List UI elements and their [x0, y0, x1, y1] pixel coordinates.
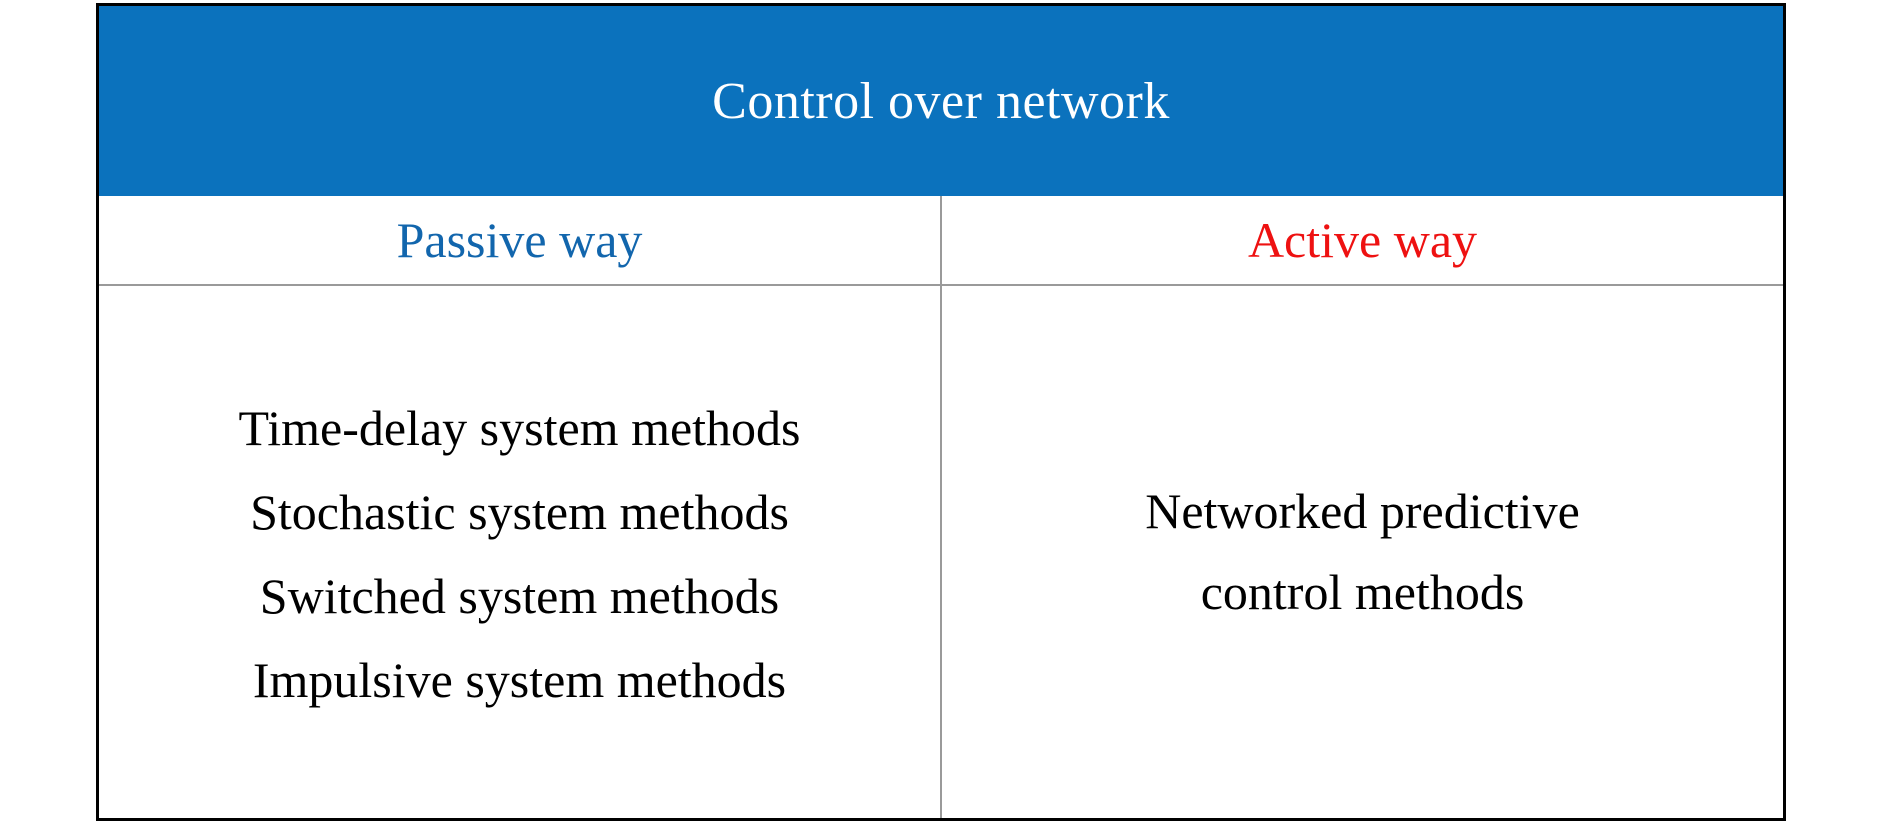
passive-methods-cell: Time-delay system methods Stochastic sys…: [99, 285, 942, 818]
list-item: Impulsive system methods: [252, 652, 787, 708]
table: Control over network Passive way Active …: [99, 6, 1783, 818]
list-item: Switched system methods: [259, 568, 780, 624]
passive-methods-list: Time-delay system methods Stochastic sys…: [99, 372, 940, 732]
active-methods-line-1: Networked predictive: [1145, 483, 1580, 539]
table-title-cell: Control over network: [99, 6, 1783, 196]
active-methods-text: Networked predictive control methods: [942, 471, 1783, 633]
column-heading-cell-active: Active way: [941, 196, 1783, 286]
column-heading-passive: Passive way: [396, 212, 643, 268]
column-heading-cell-passive: Passive way: [99, 196, 942, 286]
table-title-text: Control over network: [712, 72, 1170, 130]
table-body-row: Time-delay system methods Stochastic sys…: [99, 285, 1783, 818]
active-methods-line-2: control methods: [1200, 564, 1525, 620]
list-item: Stochastic system methods: [250, 484, 789, 540]
column-heading-row: Passive way Active way: [99, 196, 1783, 286]
comparison-table: Control over network Passive way Active …: [96, 3, 1786, 821]
active-methods-cell: Networked predictive control methods: [941, 285, 1783, 818]
list-item: Time-delay system methods: [238, 400, 801, 456]
column-heading-active: Active way: [1247, 212, 1478, 268]
table-header-row: Control over network: [99, 6, 1783, 196]
